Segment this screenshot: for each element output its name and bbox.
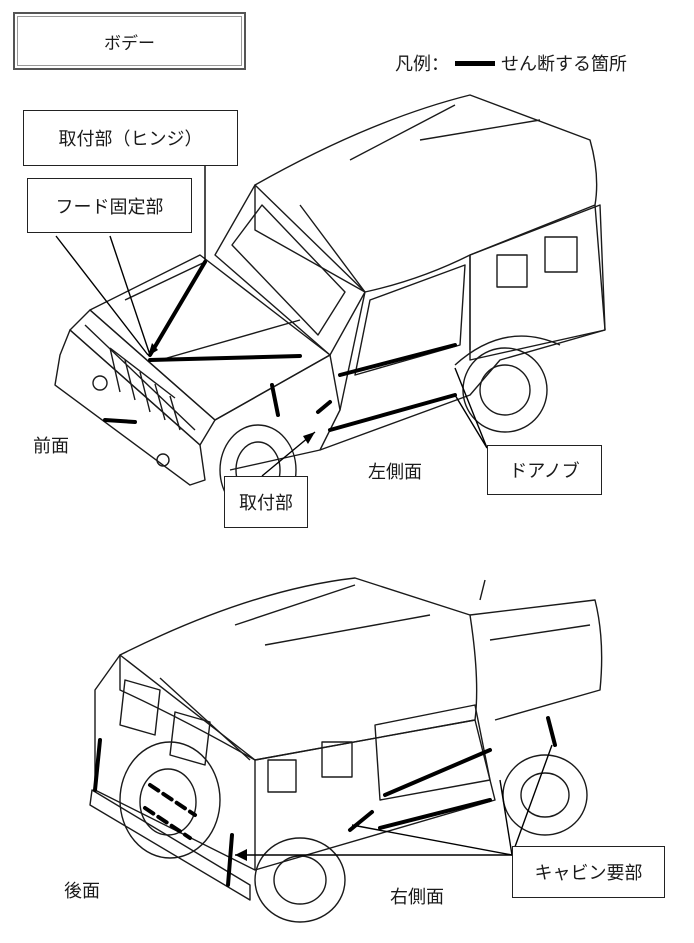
legend: 凡例： せん断する箇所 <box>395 50 627 76</box>
label-mount: 取付部 <box>224 476 308 528</box>
title-box: ボデー <box>13 12 246 70</box>
leader-lines-upper <box>55 166 488 477</box>
front-left-vehicle <box>54 94 606 516</box>
cut-lines-lower <box>93 716 557 887</box>
label-hood-lock: フード固定部 <box>27 178 192 233</box>
label-mount-text: 取付部 <box>239 493 293 514</box>
label-door-knob: ドアノブ <box>487 445 602 495</box>
legend-prefix: 凡例： <box>395 54 449 75</box>
label-rear: 後面 <box>64 881 100 902</box>
cut-lines-upper <box>103 260 457 432</box>
label-front: 前面 <box>33 436 69 457</box>
arrowheads <box>148 343 315 861</box>
label-left-side: 左側面 <box>368 462 422 483</box>
legend-text: せん断する箇所 <box>501 54 627 75</box>
label-cabin-text: キャビン要部 <box>534 863 643 884</box>
label-right-side: 右側面 <box>390 887 444 908</box>
leader-lines-lower <box>235 744 553 856</box>
page-title: ボデー <box>104 33 155 54</box>
legend-cut-line-swatch <box>455 60 495 66</box>
label-hinge-text: 取付部（ヒンジ） <box>58 129 203 150</box>
label-cabin: キャビン要部 <box>512 846 665 898</box>
label-hood-lock-text: フード固定部 <box>55 196 164 218</box>
label-door-knob-text: ドアノブ <box>509 461 580 482</box>
label-hinge: 取付部（ヒンジ） <box>23 110 238 166</box>
